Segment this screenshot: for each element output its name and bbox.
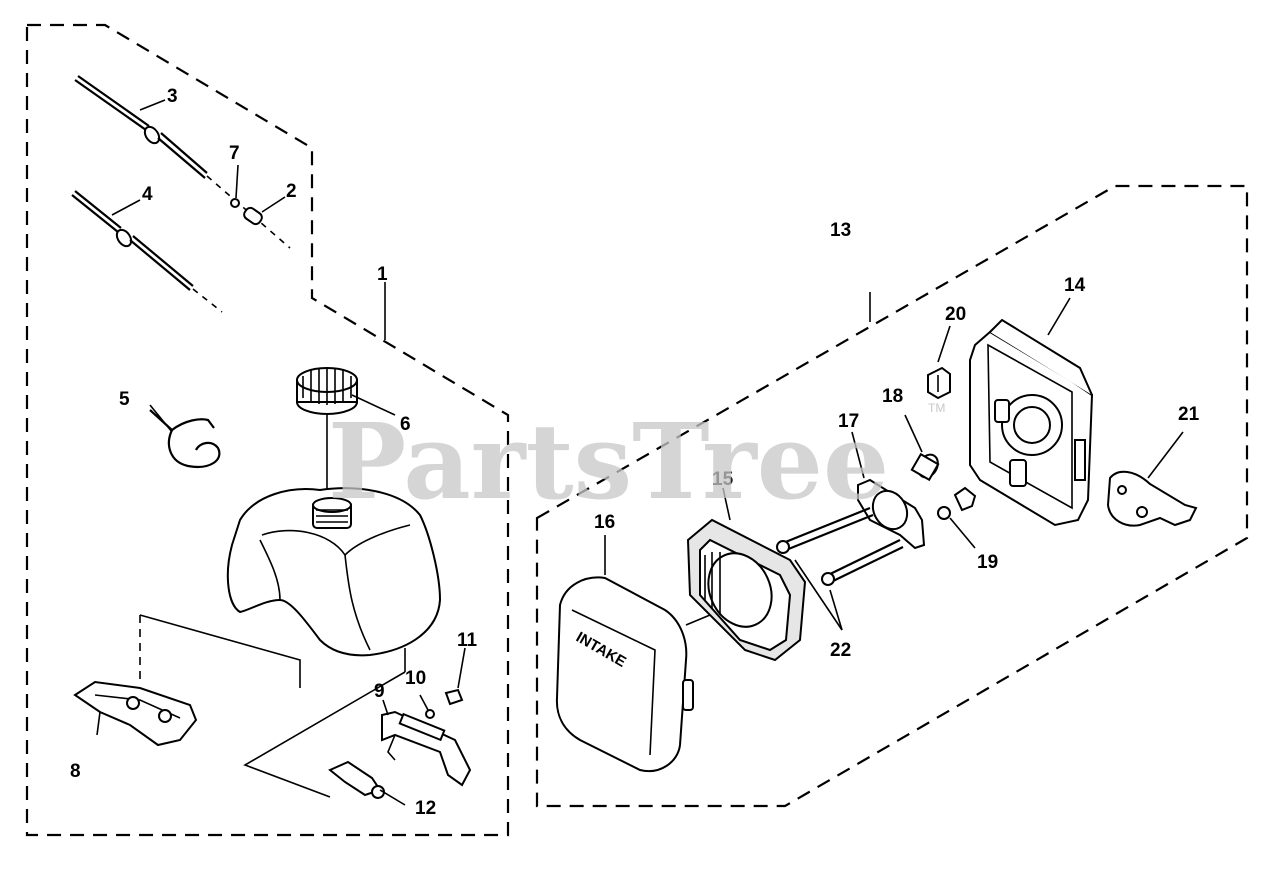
small-sleeve [953,486,977,512]
label-4: 4 [142,184,153,205]
label-7: 7 [229,143,240,164]
label-16: 16 [594,512,615,533]
label-12: 12 [415,798,436,819]
fuel-line-upper [74,75,291,249]
label-6: 6 [400,414,411,435]
choke-plate [1106,470,1198,527]
lock-washer [937,506,951,520]
label-22: 22 [830,640,851,661]
screw [444,688,464,706]
label-5: 5 [119,389,130,410]
label-14: 14 [1064,275,1086,296]
label-15: 15 [712,469,734,490]
filter-gasket [857,478,926,550]
watermark-trademark: TM [928,401,945,415]
retaining-clip [149,409,221,468]
fuel-tank [226,487,442,657]
fuel-line-lower [71,190,223,313]
tank-bracket [381,710,472,787]
fuel-cap [296,367,358,415]
washer [425,709,435,719]
partstree-watermark: PartsTree [328,400,889,523]
long-screws [776,506,904,586]
air-filter-group-boundary [535,184,1249,808]
spacer-sleeve [910,452,940,482]
label-9: 9 [374,681,385,702]
tank-mount-plate [73,680,198,747]
choke-clip [927,366,951,400]
filter-cover: INTAKE [555,576,694,773]
air-filter-base [969,318,1094,527]
label-11: 11 [457,630,478,651]
label-13: 13 [830,220,851,241]
label-8: 8 [70,761,81,782]
label-18: 18 [882,386,903,407]
label-17: 17 [838,411,859,432]
shutoff-valve [328,760,406,806]
label-20: 20 [945,304,966,325]
label-19: 19 [977,552,998,573]
fuel-tank-group-boundary [25,23,510,837]
label-1: 1 [377,264,388,285]
filter-element [686,518,807,662]
label-21: 21 [1178,404,1200,425]
label-2: 2 [286,181,297,202]
label-10: 10 [405,668,426,689]
fuel-filter [230,198,263,226]
label-3: 3 [167,86,178,107]
